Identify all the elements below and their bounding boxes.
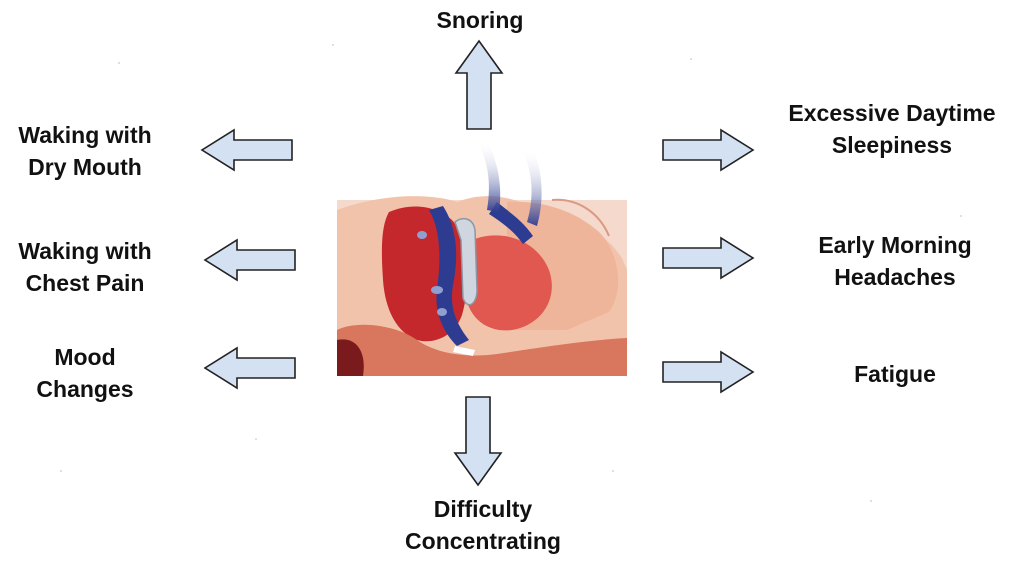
arrow-right-icon: [662, 128, 755, 172]
symptom-fatigue: Fatigue: [820, 358, 970, 390]
arrow-right-icon: [662, 236, 755, 280]
symptom-chest-pain-line-2: Chest Pain: [25, 270, 145, 296]
symptom-difficulty-concentrating: Difficulty Concentrating: [373, 493, 593, 557]
symptom-chest-pain-line-1: Waking with: [18, 238, 152, 264]
symptom-difficulty-concentrating-line-1: Difficulty: [433, 496, 533, 522]
symptom-morning-headaches-line-1: Early Morning: [818, 232, 972, 258]
symptom-snoring: Snoring: [430, 4, 530, 36]
symptom-morning-headaches-line-2: Headaches: [834, 264, 956, 290]
arrow-right-icon: [662, 350, 755, 394]
arrow-left-icon: [200, 128, 293, 172]
symptom-fatigue-text: Fatigue: [854, 361, 936, 387]
symptom-dry-mouth-line-2: Dry Mouth: [28, 154, 142, 180]
symptom-mood-changes-line-2: Changes: [36, 376, 134, 402]
symptom-dry-mouth: Waking with Dry Mouth: [0, 119, 170, 183]
arrow-down-icon: [453, 396, 503, 487]
symptom-daytime-sleepiness: Excessive Daytime Sleepiness: [760, 97, 1024, 161]
symptom-daytime-sleepiness-line-2: Sleepiness: [831, 132, 953, 158]
symptom-chest-pain: Waking with Chest Pain: [0, 235, 170, 299]
arrow-left-icon: [203, 346, 296, 390]
arrow-up-icon: [454, 39, 504, 130]
symptom-dry-mouth-line-1: Waking with: [18, 122, 152, 148]
symptom-snoring-text: Snoring: [436, 7, 524, 33]
symptom-mood-changes: Mood Changes: [0, 341, 170, 405]
symptom-difficulty-concentrating-line-2: Concentrating: [405, 528, 561, 554]
arrow-left-icon: [203, 238, 296, 282]
sleep-apnea-airway-illustration: [337, 140, 627, 376]
symptom-morning-headaches: Early Morning Headaches: [780, 229, 1010, 293]
symptom-daytime-sleepiness-line-1: Excessive Daytime: [788, 100, 996, 126]
symptom-mood-changes-line-1: Mood: [54, 344, 116, 370]
